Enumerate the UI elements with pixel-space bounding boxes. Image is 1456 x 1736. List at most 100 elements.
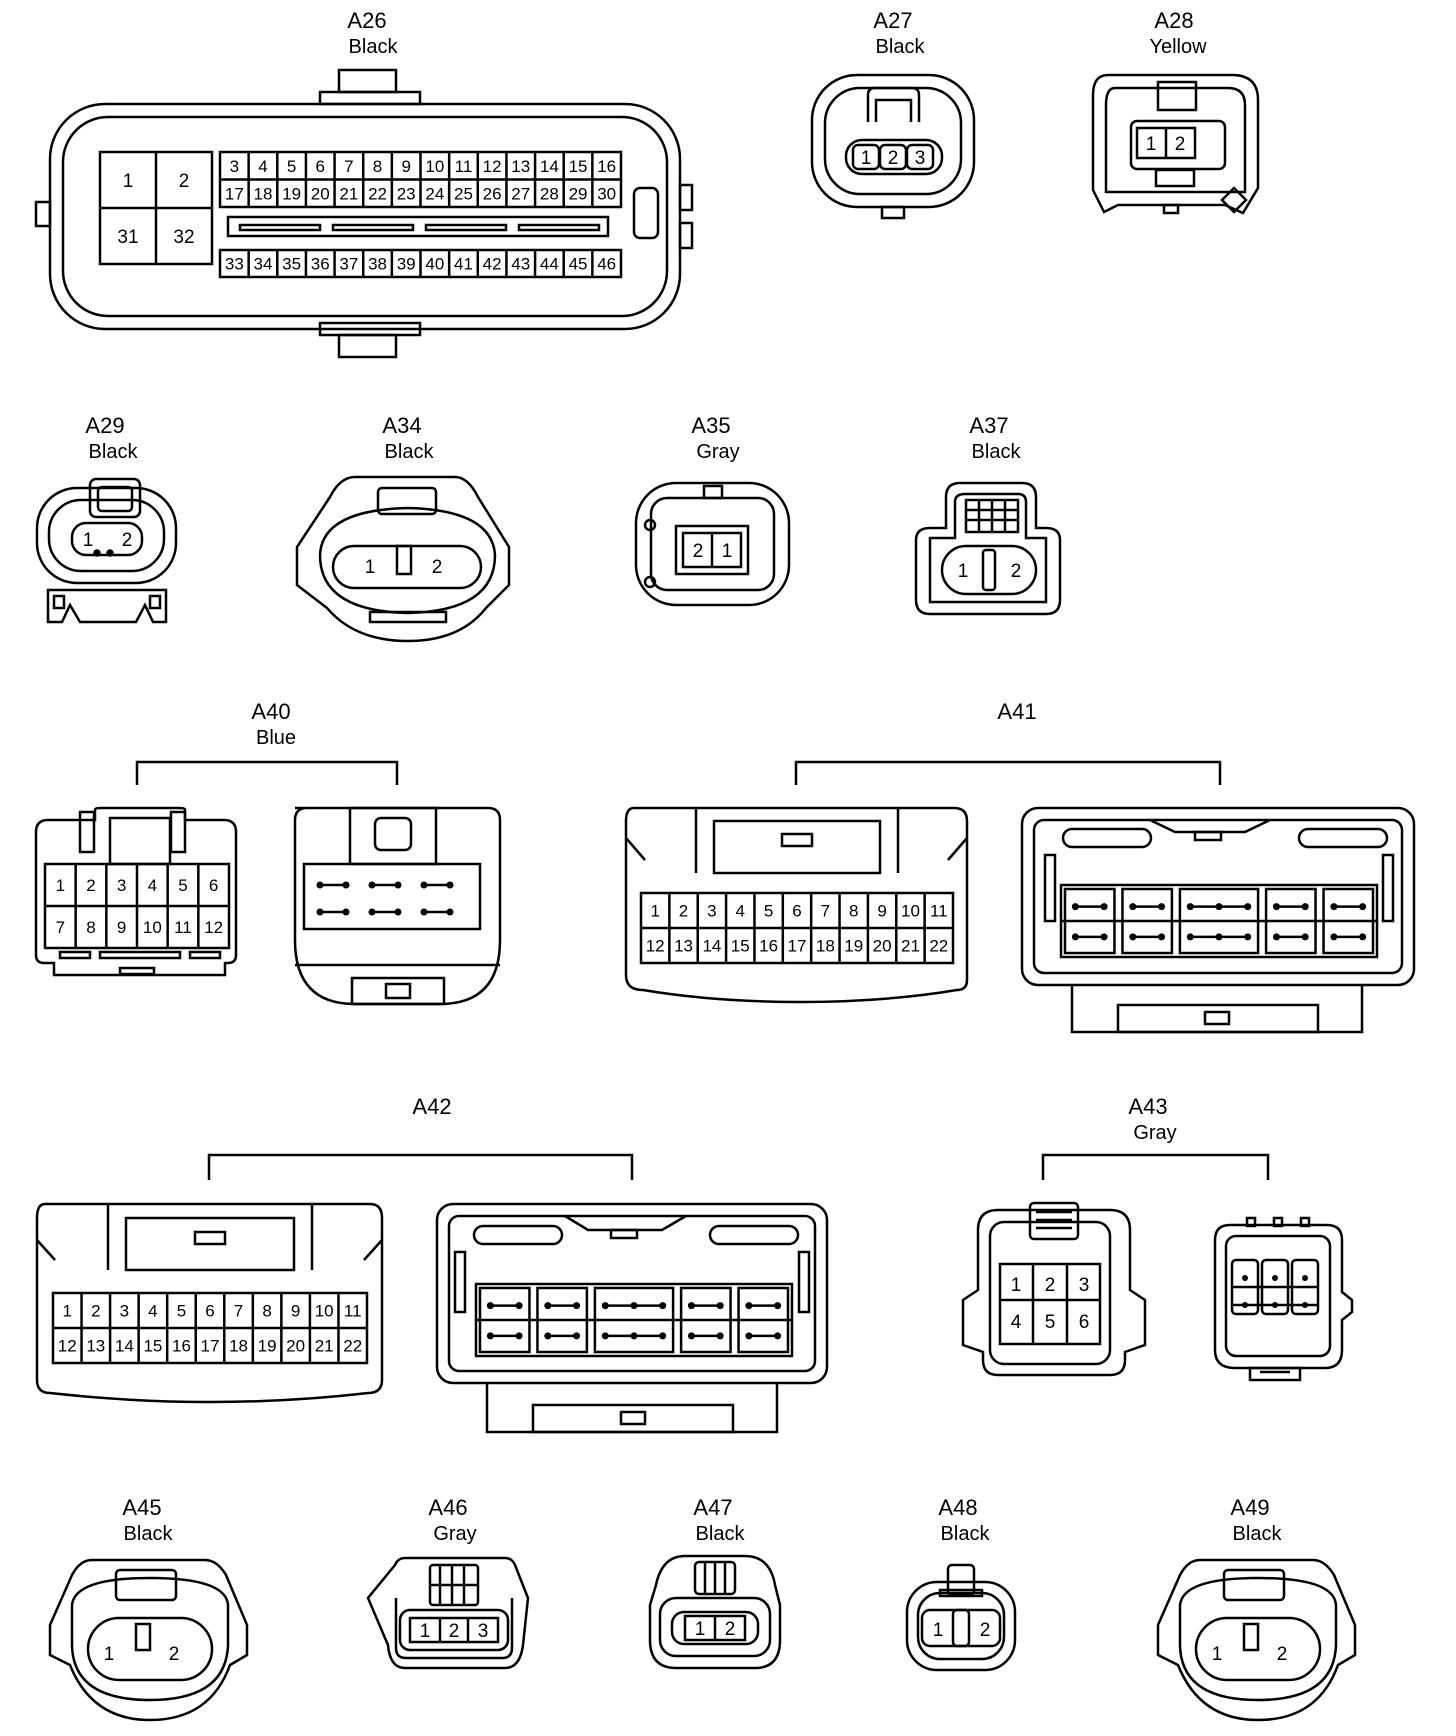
pin-number: 5 <box>287 157 296 176</box>
pin-number: 17 <box>788 937 807 956</box>
pin-number: 10 <box>315 1302 334 1321</box>
connector-a29-color: Black <box>89 441 139 463</box>
connector-a37-color: Black <box>972 441 1022 463</box>
connector-a46: A46 Gray 1 2 3 <box>366 1495 530 1670</box>
connector-a34-color: Black <box>385 441 435 463</box>
pin-number: 14 <box>540 157 559 176</box>
pin-number: 15 <box>731 937 750 956</box>
pin-number: 22 <box>343 1337 362 1356</box>
connector-a49: A49 Black 1 2 <box>1156 1495 1357 1722</box>
pin-number: 10 <box>143 918 162 937</box>
a35-pin: 1 <box>722 541 733 562</box>
pin-number: 16 <box>172 1337 191 1356</box>
a48-pin: 2 <box>980 1620 991 1641</box>
pin-number: 43 <box>511 255 530 274</box>
pin-number: 27 <box>511 184 530 203</box>
a37-pin: 2 <box>1011 561 1022 582</box>
pin-number: 2 <box>91 1302 100 1321</box>
pin-number: 6 <box>316 157 325 176</box>
a27-pins <box>851 143 935 171</box>
a47-pin: 2 <box>725 1619 736 1640</box>
pin-number: 12 <box>646 937 665 956</box>
pin-number: 29 <box>569 184 588 203</box>
a29-pin: 1 <box>83 530 94 551</box>
connector-a43-color: Gray <box>1133 1122 1176 1144</box>
connector-a46-color: Gray <box>433 1523 476 1545</box>
connector-a28: A28 Yellow 1 2 <box>1091 8 1260 215</box>
pin-number: 1 <box>56 876 65 895</box>
pin-number: 23 <box>397 184 416 203</box>
pin-number: 2 <box>86 876 95 895</box>
pin-number: 1 <box>63 1302 72 1321</box>
connector-a28-color: Yellow <box>1149 36 1207 58</box>
pin-number: 20 <box>286 1337 305 1356</box>
connector-a27-color: Black <box>876 36 926 58</box>
a49-pin: 1 <box>1212 1644 1223 1665</box>
connector-a45-id: A45 <box>122 1495 161 1520</box>
pin-number: 18 <box>816 937 835 956</box>
a46-pin: 3 <box>478 1621 489 1642</box>
connector-a47: A47 Black 1 2 <box>648 1495 782 1670</box>
pin-number: 8 <box>373 157 382 176</box>
pin-number: 6 <box>209 876 218 895</box>
pin-number: 21 <box>339 184 358 203</box>
a49-pin: 2 <box>1277 1644 1288 1665</box>
pin-number: 6 <box>792 902 801 921</box>
a43-pin: 4 <box>1011 1312 1022 1333</box>
a27-pin: 2 <box>888 148 899 169</box>
a34-pin: 2 <box>432 557 443 578</box>
pin-number: 13 <box>674 937 693 956</box>
connector-a35: A35 Gray 2 1 <box>634 413 791 607</box>
connector-a29: A29 Black 1 2 <box>35 413 178 624</box>
pin-number: 10 <box>425 157 444 176</box>
pin-number: 40 <box>425 255 444 274</box>
pin-number: 11 <box>455 157 473 176</box>
connector-a49-color: Black <box>1233 1523 1283 1545</box>
connector-a29-id: A29 <box>85 413 124 438</box>
pin-number: 24 <box>425 184 444 203</box>
connector-a37-id: A37 <box>969 413 1008 438</box>
pin-number: 8 <box>86 918 95 937</box>
pin-number: 30 <box>597 184 616 203</box>
connector-a34: A34 Black 1 2 <box>295 413 511 643</box>
pin-number: 17 <box>225 184 244 203</box>
pin-number: 4 <box>258 157 267 176</box>
a43-pin: 6 <box>1079 1312 1090 1333</box>
connector-a43: A43 Gray 1 2 3 4 5 6 <box>961 1094 1354 1382</box>
pin-number: 22 <box>368 184 387 203</box>
connector-a35-color: Gray <box>696 441 739 463</box>
pin-number: 11 <box>174 918 192 937</box>
pin-number: 22 <box>929 937 948 956</box>
pin-number: 3 <box>117 876 126 895</box>
connector-a48-id: A48 <box>938 1495 977 1520</box>
a26-pin: 32 <box>173 227 194 248</box>
pin-number: 9 <box>117 918 126 937</box>
pin-number: 4 <box>736 902 745 921</box>
pin-number: 18 <box>254 184 273 203</box>
pin-number: 19 <box>844 937 863 956</box>
pin-number: 1 <box>650 902 659 921</box>
pin-number: 11 <box>344 1302 362 1321</box>
connector-a27: A27 Black 1 2 3 <box>810 8 976 220</box>
a34-pin: 1 <box>365 557 376 578</box>
pin-number: 39 <box>397 255 416 274</box>
a45-pin: 2 <box>169 1644 180 1665</box>
pin-number: 26 <box>483 184 502 203</box>
pin-number: 36 <box>311 255 330 274</box>
connector-a37: A37 Black 1 2 <box>914 413 1062 616</box>
pin-number: 41 <box>454 255 473 274</box>
a26-pin: 31 <box>117 227 138 248</box>
pin-number: 5 <box>177 1302 186 1321</box>
pin-number: 16 <box>759 937 778 956</box>
a26-pin: 2 <box>179 171 190 192</box>
connector-a45: A45 Black 1 2 <box>48 1495 249 1722</box>
connector-a47-id: A47 <box>693 1495 732 1520</box>
a43-pin: 5 <box>1045 1312 1056 1333</box>
pin-number: 28 <box>540 184 559 203</box>
pin-number: 19 <box>258 1337 277 1356</box>
pin-number: 12 <box>483 157 502 176</box>
pin-number: 6 <box>205 1302 214 1321</box>
